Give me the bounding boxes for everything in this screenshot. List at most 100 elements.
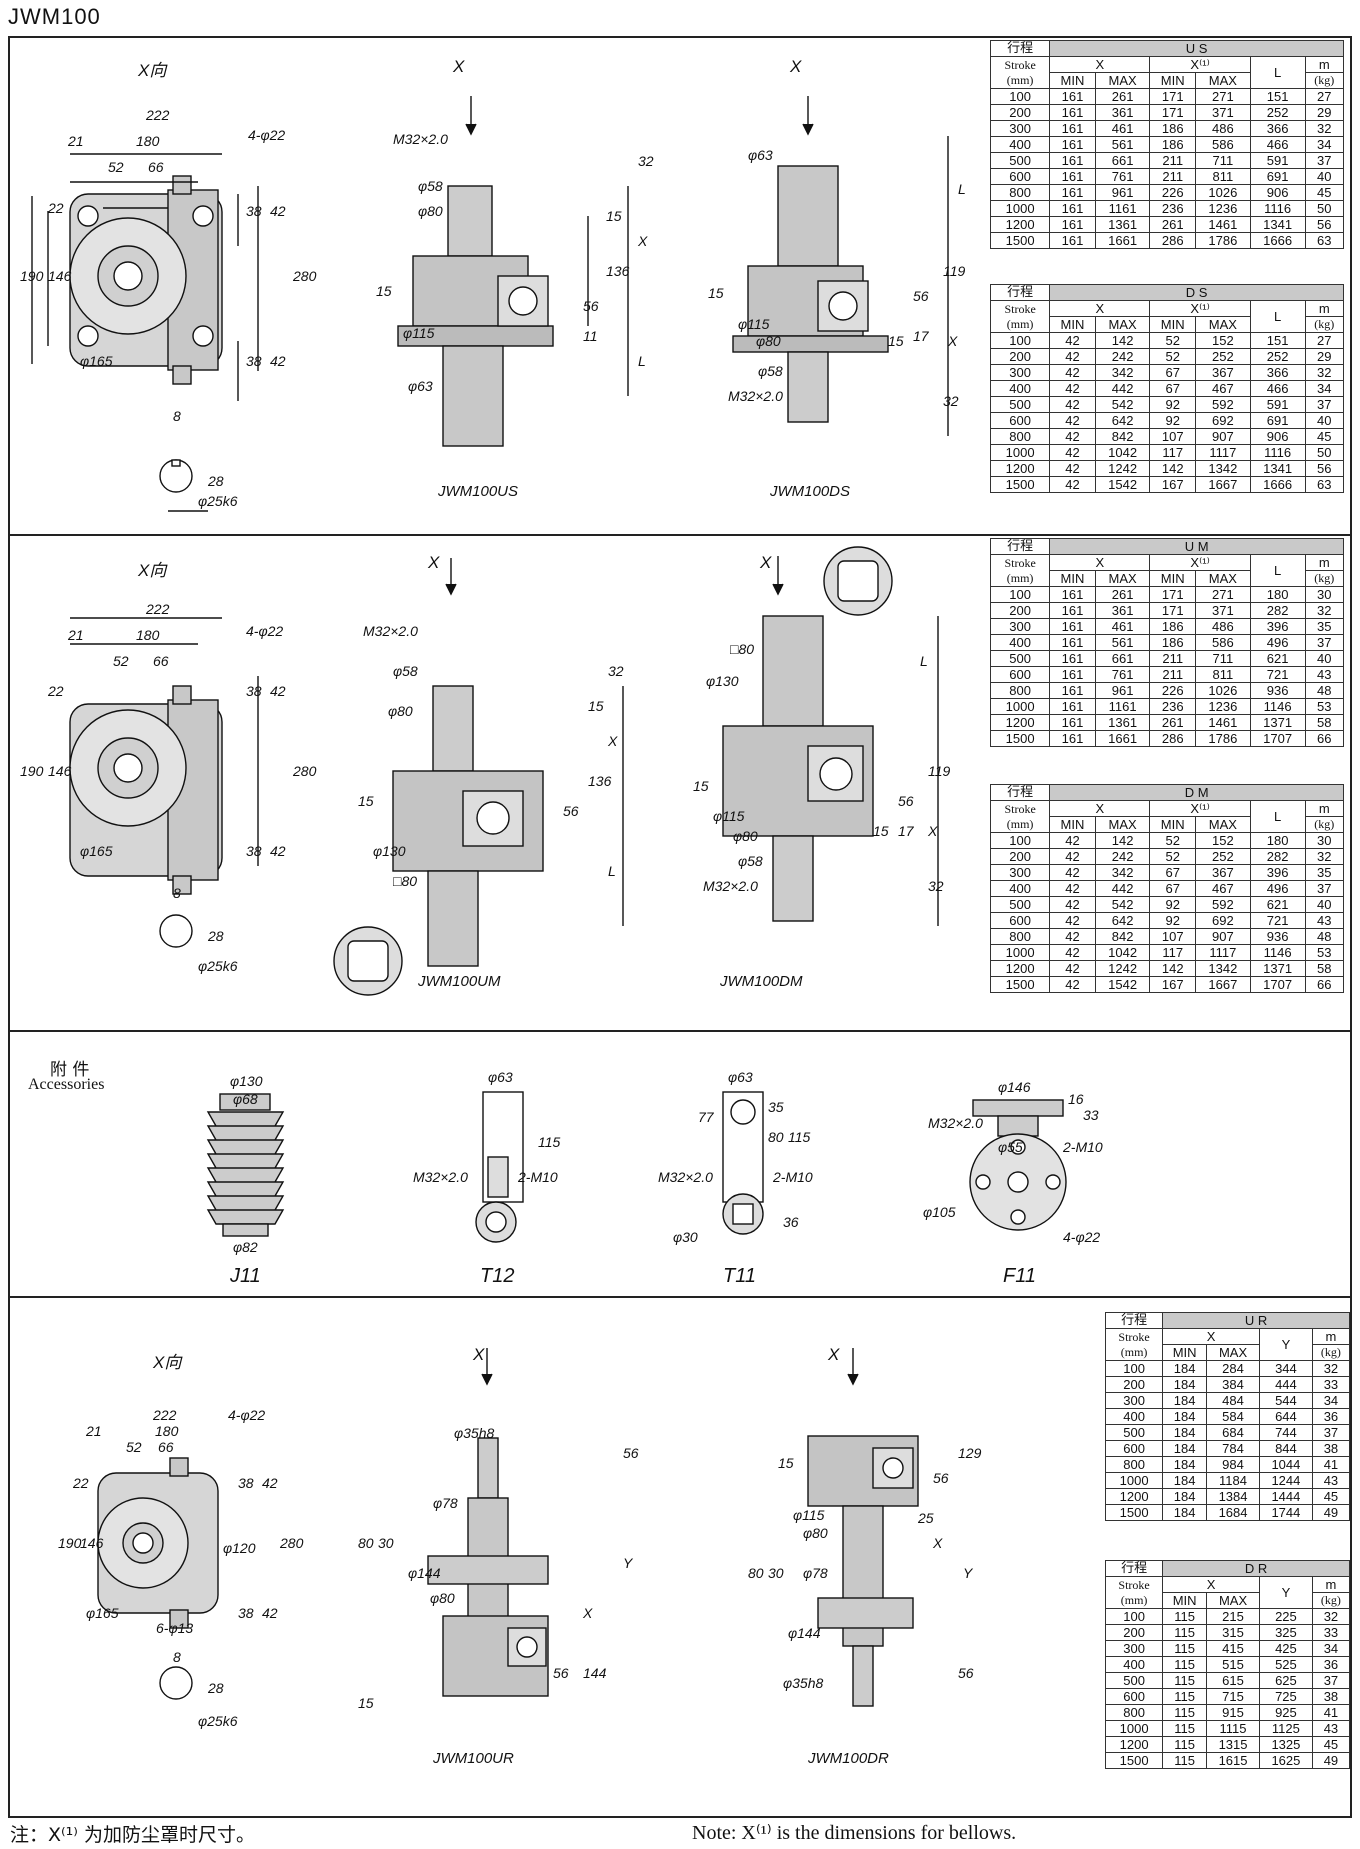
- header-stroke-cn: 行程: [989, 784, 1051, 801]
- page-title: JWM100: [8, 4, 101, 29]
- table-cell: 261: [1149, 714, 1196, 731]
- header-kg: (kg): [1304, 316, 1345, 333]
- table-cell: 184: [1162, 1504, 1208, 1521]
- table-title: U R: [1162, 1312, 1350, 1329]
- table-cell: 367: [1194, 864, 1251, 881]
- dim-38: 38: [238, 1605, 254, 1621]
- header-max: MAX: [1194, 72, 1251, 89]
- table-cell: 40: [1304, 896, 1345, 913]
- table-cell: 1384: [1206, 1488, 1260, 1505]
- table-cell: 50: [1304, 444, 1345, 461]
- dim-m32: M32×2.0: [928, 1115, 983, 1131]
- header-stroke-en: Stroke: [1118, 1577, 1150, 1592]
- table-cell: 45: [1311, 1488, 1351, 1505]
- arrow-label: X: [452, 57, 465, 76]
- table-cell: 211: [1149, 152, 1196, 169]
- table-cell: 1667: [1194, 476, 1251, 493]
- dim-phi63: φ63: [408, 378, 433, 394]
- table-cell: 41: [1311, 1456, 1351, 1473]
- table-cell: 371: [1194, 602, 1251, 619]
- dim-280: 280: [279, 1535, 304, 1551]
- table-cell: 961: [1094, 184, 1151, 201]
- table-cell: 100: [1104, 1608, 1164, 1625]
- table-cell: 92: [1149, 412, 1196, 429]
- header-m: m: [1325, 1329, 1337, 1344]
- table-title: D R: [1162, 1560, 1350, 1577]
- table-cell: 467: [1194, 880, 1251, 897]
- dim-15: 15: [873, 823, 889, 839]
- dim-146: 146: [48, 763, 72, 779]
- table-cell: 1200: [989, 960, 1051, 977]
- table-cell: 366: [1249, 364, 1306, 381]
- dim-52: 52: [126, 1439, 142, 1455]
- table-cell: 35: [1304, 864, 1345, 881]
- table-cell: 466: [1249, 380, 1306, 397]
- table-cell: 1615: [1206, 1752, 1260, 1769]
- dim-phi25k6: φ25k6: [198, 493, 238, 509]
- table-cell: 242: [1094, 348, 1151, 365]
- dim-129: 129: [958, 1445, 982, 1461]
- dim-119: 119: [943, 263, 966, 279]
- header-kg: (kg): [1304, 72, 1345, 89]
- dim-phi78: φ78: [433, 1495, 458, 1511]
- table-cell: 400: [989, 380, 1051, 397]
- header-max: MAX: [1206, 1344, 1260, 1361]
- table-cell: 800: [1104, 1456, 1164, 1473]
- table-cell: 30: [1304, 832, 1345, 849]
- table-cell: 711: [1194, 152, 1251, 169]
- table-cell: 642: [1094, 412, 1151, 429]
- table-cell: 542: [1094, 896, 1151, 913]
- table-cell: 725: [1258, 1688, 1313, 1705]
- header-x: X: [1162, 1576, 1260, 1593]
- table-cell: 215: [1206, 1608, 1260, 1625]
- dim-80: 80: [358, 1535, 374, 1551]
- table-cell: 1500: [989, 730, 1051, 747]
- table-cell: 34: [1304, 380, 1345, 397]
- table-cell: 1117: [1194, 444, 1251, 461]
- table-cell: 184: [1162, 1472, 1208, 1489]
- table-cell: 721: [1249, 666, 1306, 683]
- dim-56: 56: [553, 1665, 569, 1681]
- table-cell: 1242: [1094, 960, 1151, 977]
- table-cell: 92: [1149, 896, 1196, 913]
- dim-56: 56: [933, 1470, 949, 1486]
- header-stroke-unit: (mm): [1006, 816, 1034, 831]
- table-cell: 315: [1206, 1624, 1260, 1641]
- table-cell: 100: [989, 586, 1051, 603]
- table-cell: 115: [1162, 1688, 1208, 1705]
- table-cell: 43: [1304, 666, 1345, 683]
- table-cell: 261: [1094, 88, 1151, 105]
- table-cell: 34: [1311, 1640, 1351, 1657]
- table-cell: 92: [1149, 912, 1196, 929]
- section-us-ds-drawing: X向 X X 222 21 180 52 66 4-φ22 22 190 146…: [20, 57, 966, 512]
- accessory-j11-label: J11: [229, 1265, 261, 1287]
- dim-m32: M32×2.0: [728, 388, 783, 404]
- table-cell: 625: [1258, 1672, 1313, 1689]
- dim-35: 35: [768, 1099, 784, 1115]
- table-cell: 586: [1194, 136, 1251, 153]
- table-cell: 400: [989, 136, 1051, 153]
- table-cell: 915: [1206, 1704, 1260, 1721]
- table-cell: 282: [1249, 848, 1306, 865]
- table-cell: 761: [1094, 666, 1151, 683]
- table-cell: 544: [1258, 1392, 1313, 1409]
- dim-36: 36: [783, 1214, 799, 1230]
- dim-66: 66: [153, 653, 169, 669]
- table-cell: 1707: [1249, 976, 1306, 993]
- dim-66: 66: [158, 1439, 174, 1455]
- table-cell: 1000: [989, 444, 1051, 461]
- header-min: MIN: [1049, 570, 1096, 587]
- header-min: MIN: [1149, 570, 1196, 587]
- table-cell: 151: [1249, 88, 1306, 105]
- table-cell: 43: [1311, 1720, 1351, 1737]
- table-cell: 342: [1094, 364, 1151, 381]
